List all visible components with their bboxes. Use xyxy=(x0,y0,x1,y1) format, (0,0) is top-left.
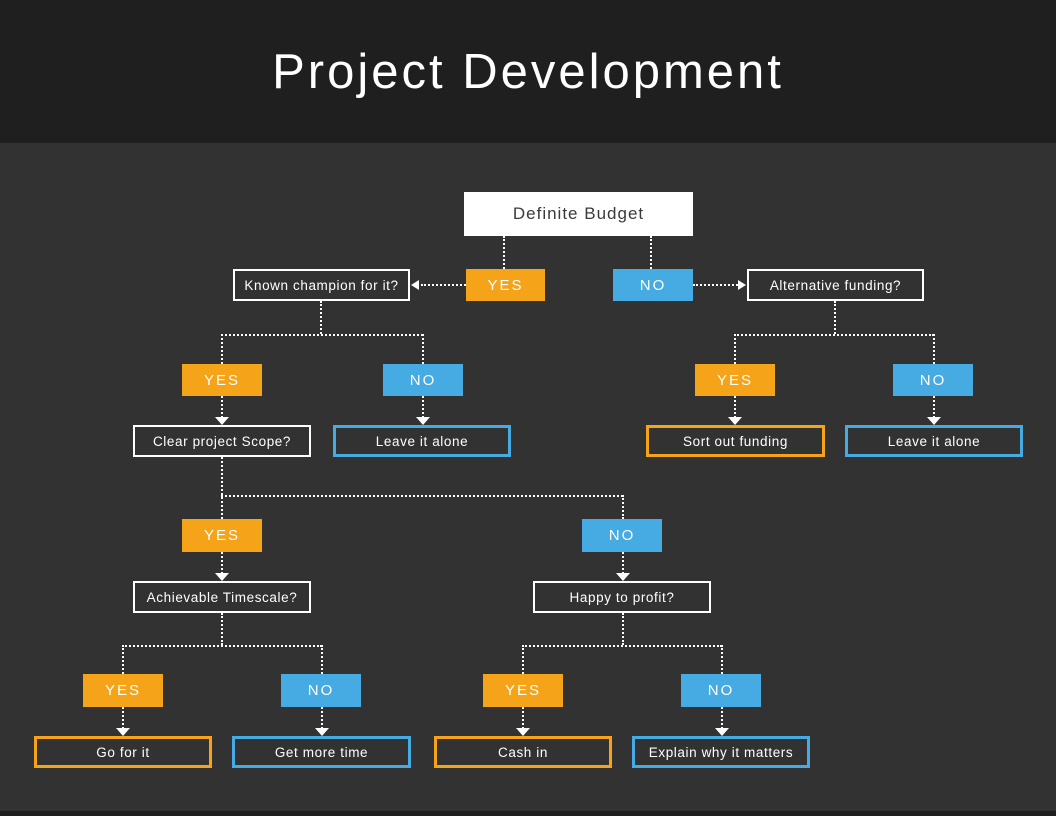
node-explain-why-it-matters: Explain why it matters xyxy=(632,736,810,768)
node-go-for-it: Go for it xyxy=(34,736,212,768)
connector-dotted-line xyxy=(522,645,524,674)
connector-dotted-line xyxy=(834,301,836,334)
connector-dotted-line xyxy=(721,645,723,674)
connector-dotted-line xyxy=(622,613,624,645)
header-banner: Project Development xyxy=(0,0,1056,143)
yes-badge: YES xyxy=(483,674,563,707)
no-badge: NO xyxy=(582,519,662,552)
arrowhead-right-icon xyxy=(738,280,746,290)
connector-dotted-line xyxy=(503,236,505,269)
arrowhead-down-icon xyxy=(416,417,430,425)
node-leave-it-alone: Leave it alone xyxy=(333,425,511,457)
connector-dotted-line xyxy=(522,645,722,647)
connector-dotted-line xyxy=(650,236,652,269)
connector-dotted-line xyxy=(422,396,424,418)
connector-dotted-line xyxy=(221,495,623,497)
node-known-champion: Known champion for it? xyxy=(233,269,410,301)
arrowhead-down-icon xyxy=(116,728,130,736)
arrowhead-left-icon xyxy=(411,280,419,290)
node-cash-in: Cash in xyxy=(434,736,612,768)
connector-dotted-line xyxy=(721,707,723,729)
no-badge: NO xyxy=(681,674,761,707)
connector-dotted-line xyxy=(122,645,322,647)
connector-dotted-line xyxy=(321,645,323,674)
connector-dotted-line xyxy=(320,301,322,334)
arrowhead-down-icon xyxy=(927,417,941,425)
no-badge: NO xyxy=(613,269,693,301)
node-leave-it-alone: Leave it alone xyxy=(845,425,1023,457)
connector-dotted-line xyxy=(122,707,124,729)
node-clear-scope: Clear project Scope? xyxy=(133,425,311,457)
yes-badge: YES xyxy=(182,364,262,396)
arrowhead-down-icon xyxy=(215,573,229,581)
connector-dotted-line xyxy=(422,334,424,364)
connector-dotted-line xyxy=(734,334,934,336)
connector-dotted-line xyxy=(122,645,124,674)
connector-dotted-line xyxy=(522,707,524,729)
node-happy-to-profit: Happy to profit? xyxy=(533,581,711,613)
connector-dotted-line xyxy=(221,334,423,336)
yes-badge: YES xyxy=(695,364,775,396)
arrowhead-down-icon xyxy=(728,417,742,425)
connector-dotted-line xyxy=(221,457,223,519)
connector-dotted-line xyxy=(221,334,223,364)
arrowhead-down-icon xyxy=(715,728,729,736)
connector-dotted-line xyxy=(221,552,223,574)
node-sort-out-funding: Sort out funding xyxy=(646,425,825,457)
node-get-more-time: Get more time xyxy=(232,736,411,768)
connector-dotted-line xyxy=(734,334,736,364)
connector-dotted-line xyxy=(221,613,223,645)
connector-dotted-line xyxy=(321,707,323,729)
arrowhead-down-icon xyxy=(516,728,530,736)
node-alternative-funding: Alternative funding? xyxy=(747,269,924,301)
connector-dotted-line xyxy=(421,284,466,286)
node-achievable-timescale: Achievable Timescale? xyxy=(133,581,311,613)
no-badge: NO xyxy=(281,674,361,707)
connector-dotted-line xyxy=(734,396,736,418)
yes-badge: YES xyxy=(466,269,545,301)
connector-dotted-line xyxy=(221,396,223,418)
yes-badge: YES xyxy=(182,519,262,552)
page-title: Project Development xyxy=(272,44,784,99)
yes-badge: YES xyxy=(83,674,163,707)
bottom-border-strip xyxy=(0,811,1056,816)
connector-dotted-line xyxy=(693,284,738,286)
arrowhead-down-icon xyxy=(315,728,329,736)
no-badge: NO xyxy=(893,364,973,396)
connector-dotted-line xyxy=(622,552,624,574)
connector-dotted-line xyxy=(933,334,935,364)
arrowhead-down-icon xyxy=(215,417,229,425)
connector-dotted-line xyxy=(933,396,935,418)
connector-dotted-line xyxy=(622,495,624,519)
node-definite-budget: Definite Budget xyxy=(464,192,693,236)
no-badge: NO xyxy=(383,364,463,396)
arrowhead-down-icon xyxy=(616,573,630,581)
